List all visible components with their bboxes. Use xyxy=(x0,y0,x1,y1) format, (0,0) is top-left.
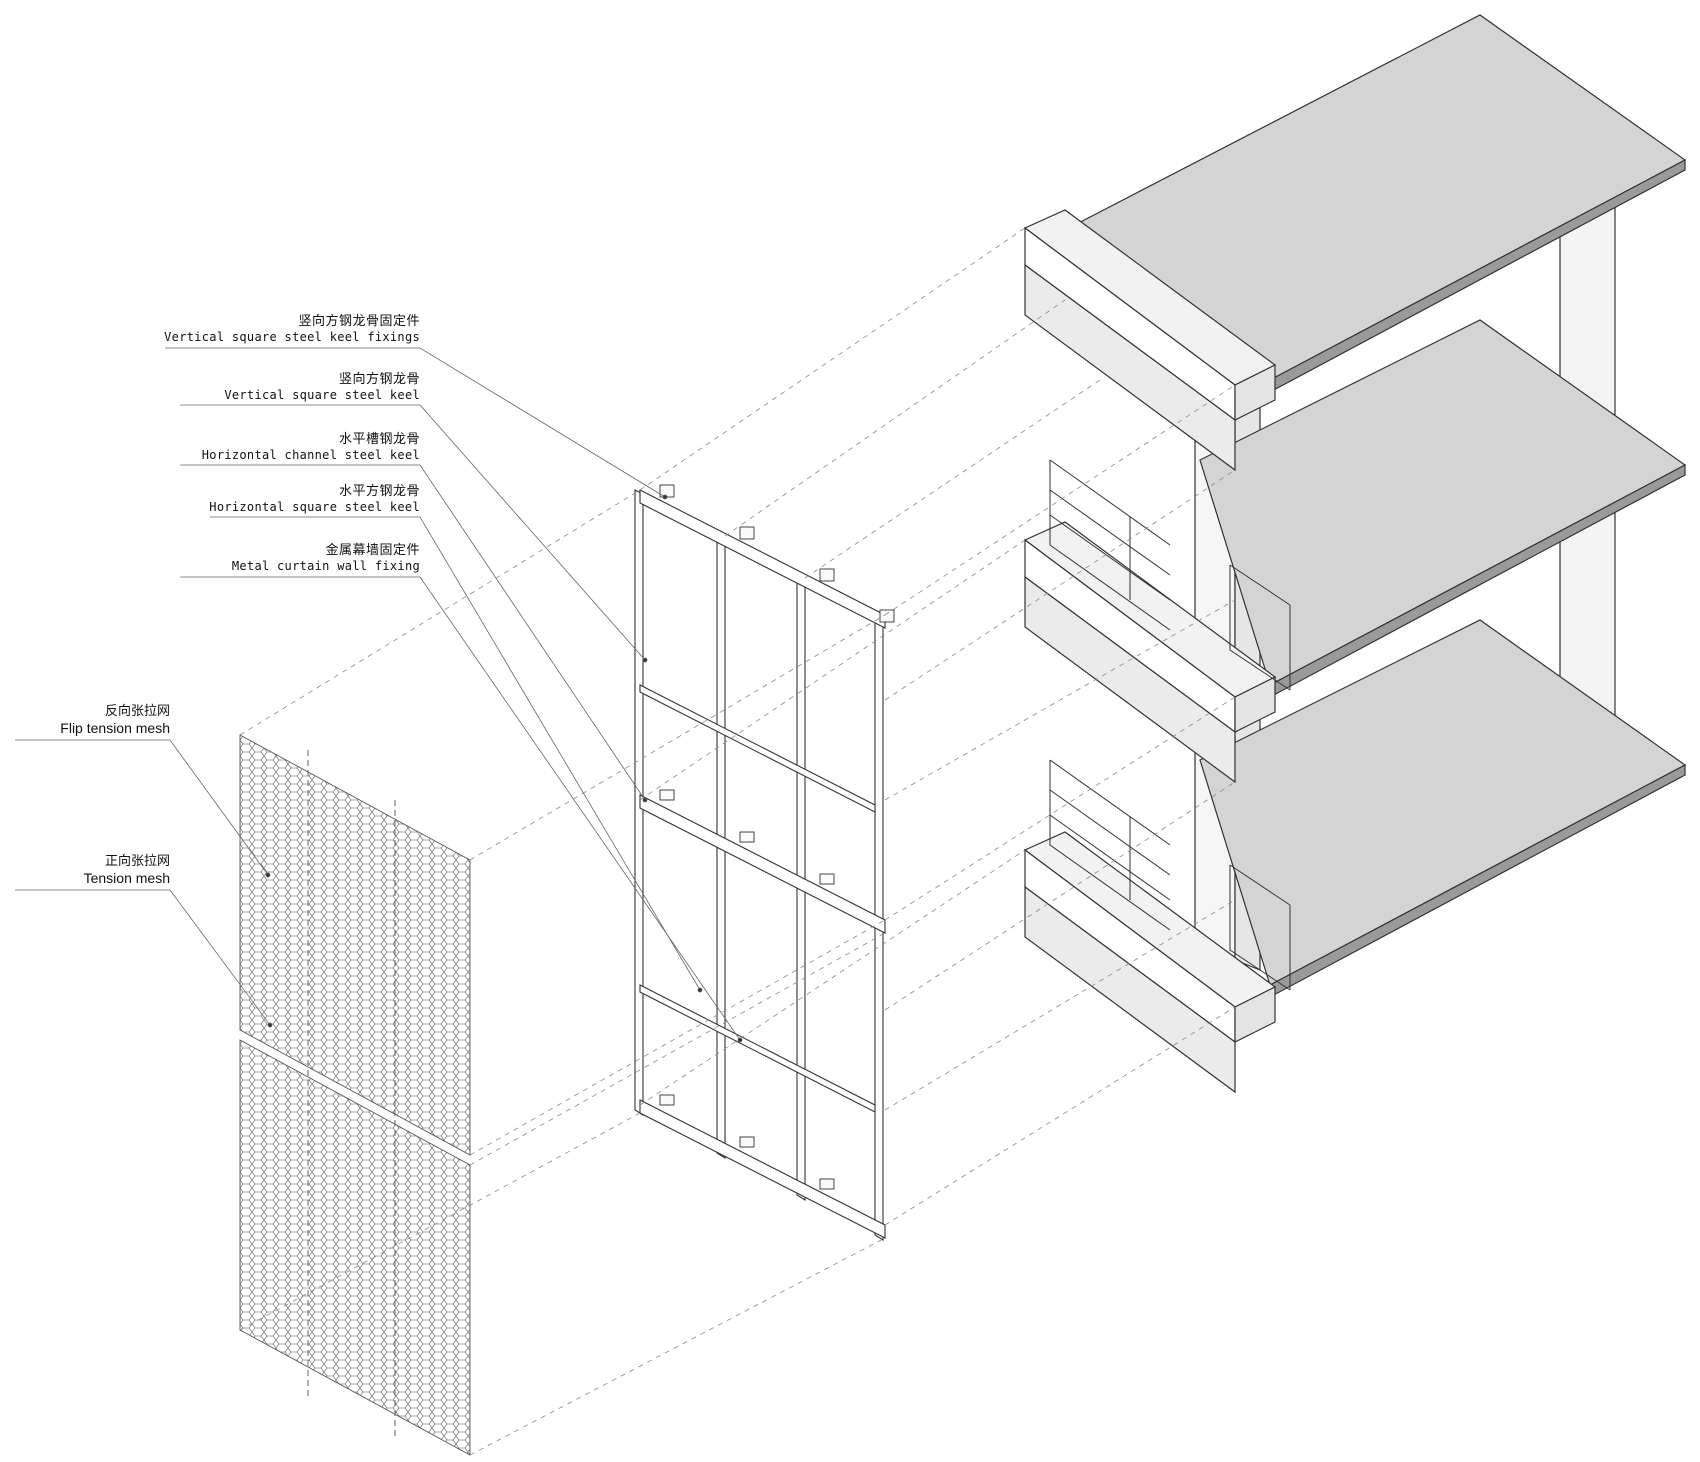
horizontal-square-keel-1 xyxy=(639,684,876,813)
horizontal-square-keel-2 xyxy=(639,984,876,1113)
label-metal-curtain-wall-fixing: 金属幕墙固定件 Metal curtain wall fixing xyxy=(232,543,420,574)
beam-low-end xyxy=(1234,986,1276,1043)
label-horizontal-square-keel: 水平方钢龙骨 Horizontal square steel keel xyxy=(209,484,420,515)
label-flip-tension-mesh: 反向张拉网 Flip tension mesh xyxy=(60,704,170,738)
steel-keel-frame xyxy=(634,484,895,1241)
label-zh: 水平槽钢龙骨 xyxy=(338,432,420,447)
leader-vertical-keel-fixings xyxy=(165,347,666,498)
label-zh: 竖向方钢龙骨 xyxy=(338,372,420,387)
horizontal-channel-keel-2 xyxy=(639,794,886,934)
label-en: Horizontal channel steel keel xyxy=(201,448,420,463)
beam-top-web xyxy=(1024,263,1236,472)
label-horizontal-channel-keel: 水平槽钢龙骨 Horizontal channel steel keel xyxy=(202,432,420,463)
label-en: Flip tension mesh xyxy=(60,720,170,737)
label-zh: 竖向方钢龙骨固定件 xyxy=(298,314,420,329)
keel-fixings xyxy=(659,484,895,1190)
label-zh: 水平方钢龙骨 xyxy=(338,484,420,499)
horizontal-channel-keel-top xyxy=(639,489,886,629)
building-structure xyxy=(1023,14,1687,1094)
label-zh: 金属幕墙固定件 xyxy=(325,543,420,558)
leader-metal-curtain-wall-fixing xyxy=(180,576,741,1041)
label-en: Metal curtain wall fixing xyxy=(231,559,420,574)
railing-upper xyxy=(1049,459,1291,691)
label-zh: 反向张拉网 xyxy=(104,704,170,719)
railing-lower xyxy=(1049,759,1291,991)
label-vertical-keel-fixings: 竖向方钢龙骨固定件 Vertical square steel keel fix… xyxy=(164,314,420,345)
leader-vertical-keel xyxy=(180,404,646,661)
label-vertical-keel: 竖向方钢龙骨 Vertical square steel keel xyxy=(224,372,420,403)
label-zh: 正向张拉网 xyxy=(104,854,170,869)
label-tension-mesh: 正向张拉网 Tension mesh xyxy=(84,854,170,888)
horizontal-channel-keel-3 xyxy=(639,1099,886,1239)
label-en: Tension mesh xyxy=(83,870,170,887)
beam-low-web xyxy=(1024,885,1236,1094)
tension-mesh-panels xyxy=(239,734,471,1456)
beam-mid-end xyxy=(1234,676,1276,733)
label-en: Vertical square steel keel xyxy=(224,388,420,403)
leader-horizontal-channel-keel xyxy=(180,464,646,801)
beam-top-end xyxy=(1234,364,1276,421)
label-en: Vertical square steel keel fixings xyxy=(164,330,420,345)
label-en: Horizontal square steel keel xyxy=(209,500,420,515)
leader-lines xyxy=(15,347,743,1043)
leader-tension-mesh xyxy=(15,889,271,1026)
leader-flip-tension-mesh xyxy=(15,739,269,876)
leader-horizontal-square-keel xyxy=(210,516,701,991)
projection-lines xyxy=(239,227,1236,1456)
